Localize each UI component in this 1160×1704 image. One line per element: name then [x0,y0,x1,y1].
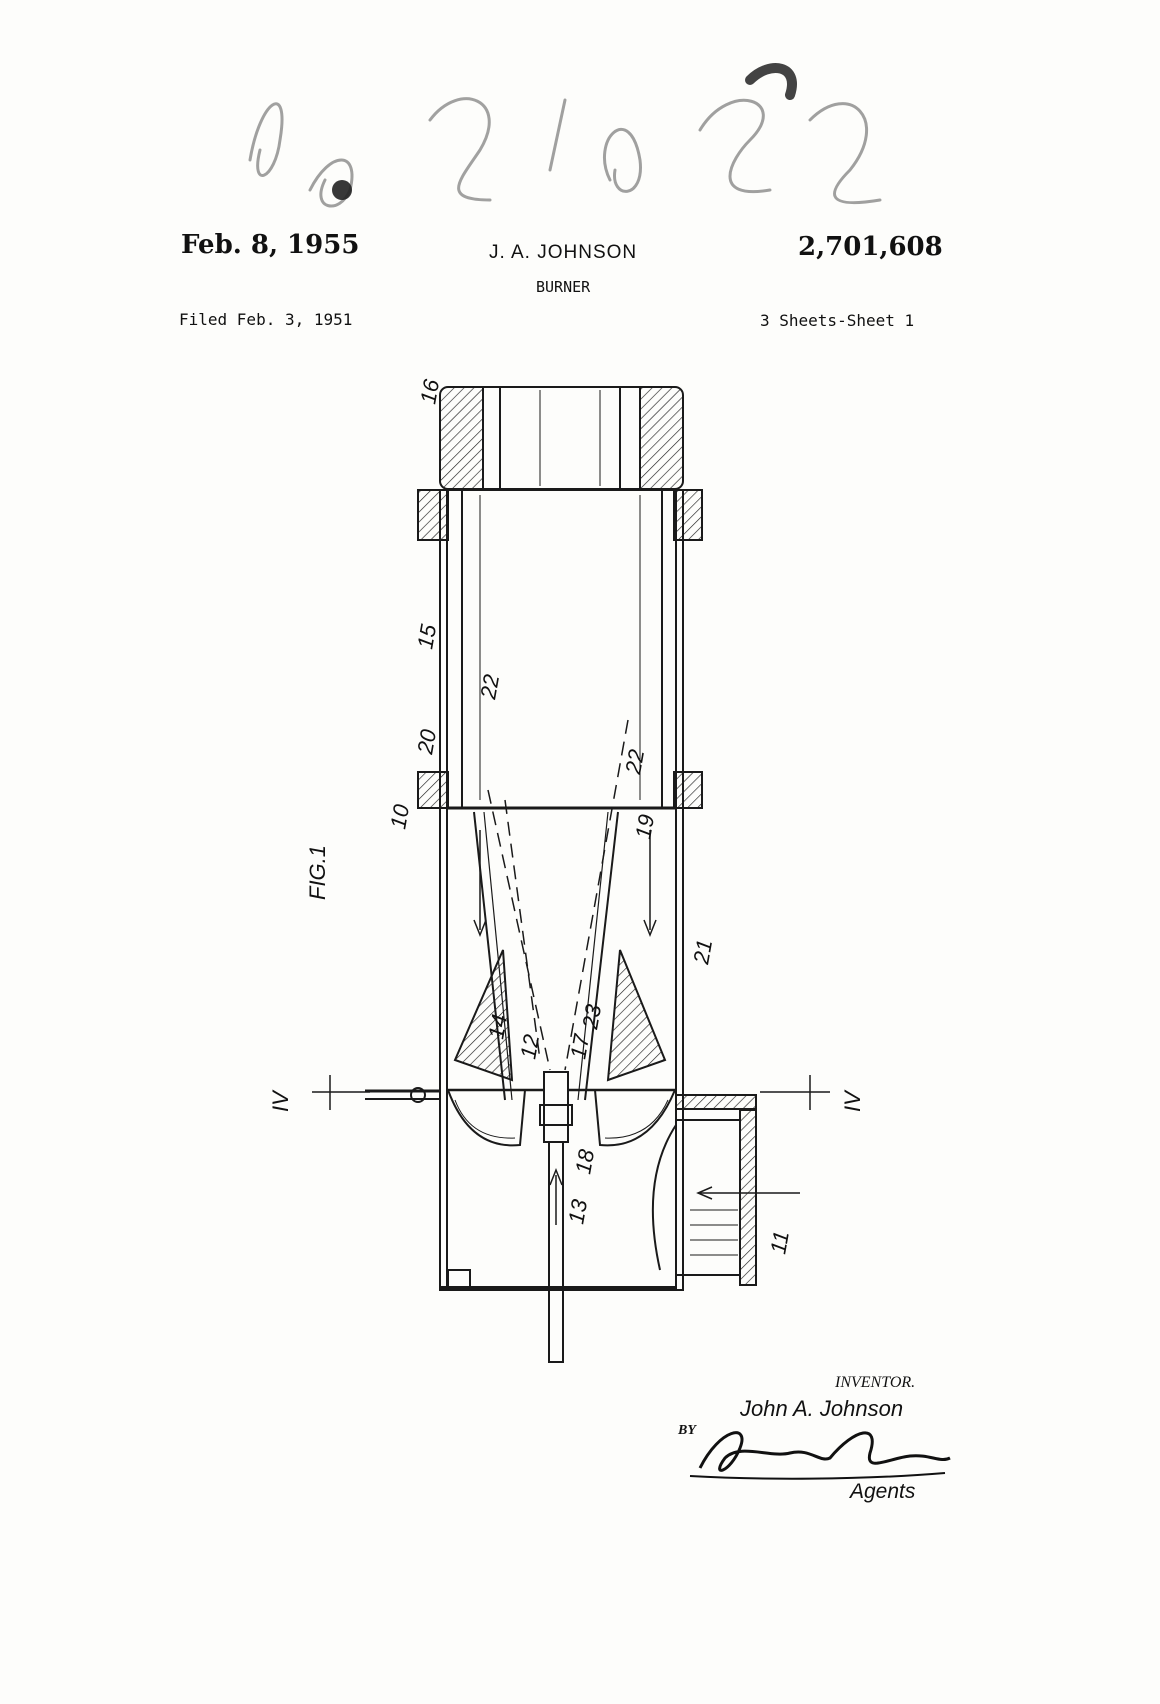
patent-number: 2,701,608 [798,232,943,262]
ref-22-left: 22 [475,672,504,701]
section-mark-left: IV [268,1089,293,1112]
ref-23: 23 [577,1002,606,1032]
ref-17: 17 [565,1032,594,1061]
nozzle-17 [543,1071,569,1143]
ref-20: 20 [412,727,441,757]
inventor-header: J. A. JOHNSON [489,242,638,263]
ref-15: 15 [412,622,441,651]
ref-21: 21 [688,937,717,966]
patent-date: Feb. 8, 1955 [181,230,360,260]
agents-signature [689,1431,951,1480]
ref-11: 11 [765,1229,794,1256]
ref-22-right: 22 [620,747,649,776]
ref-13: 13 [563,1197,592,1226]
figure-label: FIG.1 [305,845,330,900]
vane-14-left [453,949,514,1082]
fuel-pipe-13 [548,1141,564,1363]
section-mark-right: IV [840,1089,865,1112]
ref-16: 16 [415,377,444,406]
ref-19: 19 [630,812,659,840]
filed-date: Filed Feb. 3, 1951 [179,310,353,329]
ref-10: 10 [385,802,414,831]
inventor-label: INVENTOR. [835,1374,916,1391]
ref-14: 14 [483,1012,512,1040]
outer-shell-10 [439,489,684,1291]
inventor-signature-name: John A. Johnson [740,1396,904,1421]
agents-label: Agents [850,1480,916,1503]
handwritten-scrawl [248,63,882,208]
vane-14-right [606,949,667,1082]
by-label: BY [678,1423,696,1438]
patent-title: BURNER [536,278,591,296]
ref-18: 18 [570,1147,599,1176]
sheet-count: 3 Sheets-Sheet 1 [760,311,915,330]
ref-12: 12 [515,1032,544,1060]
